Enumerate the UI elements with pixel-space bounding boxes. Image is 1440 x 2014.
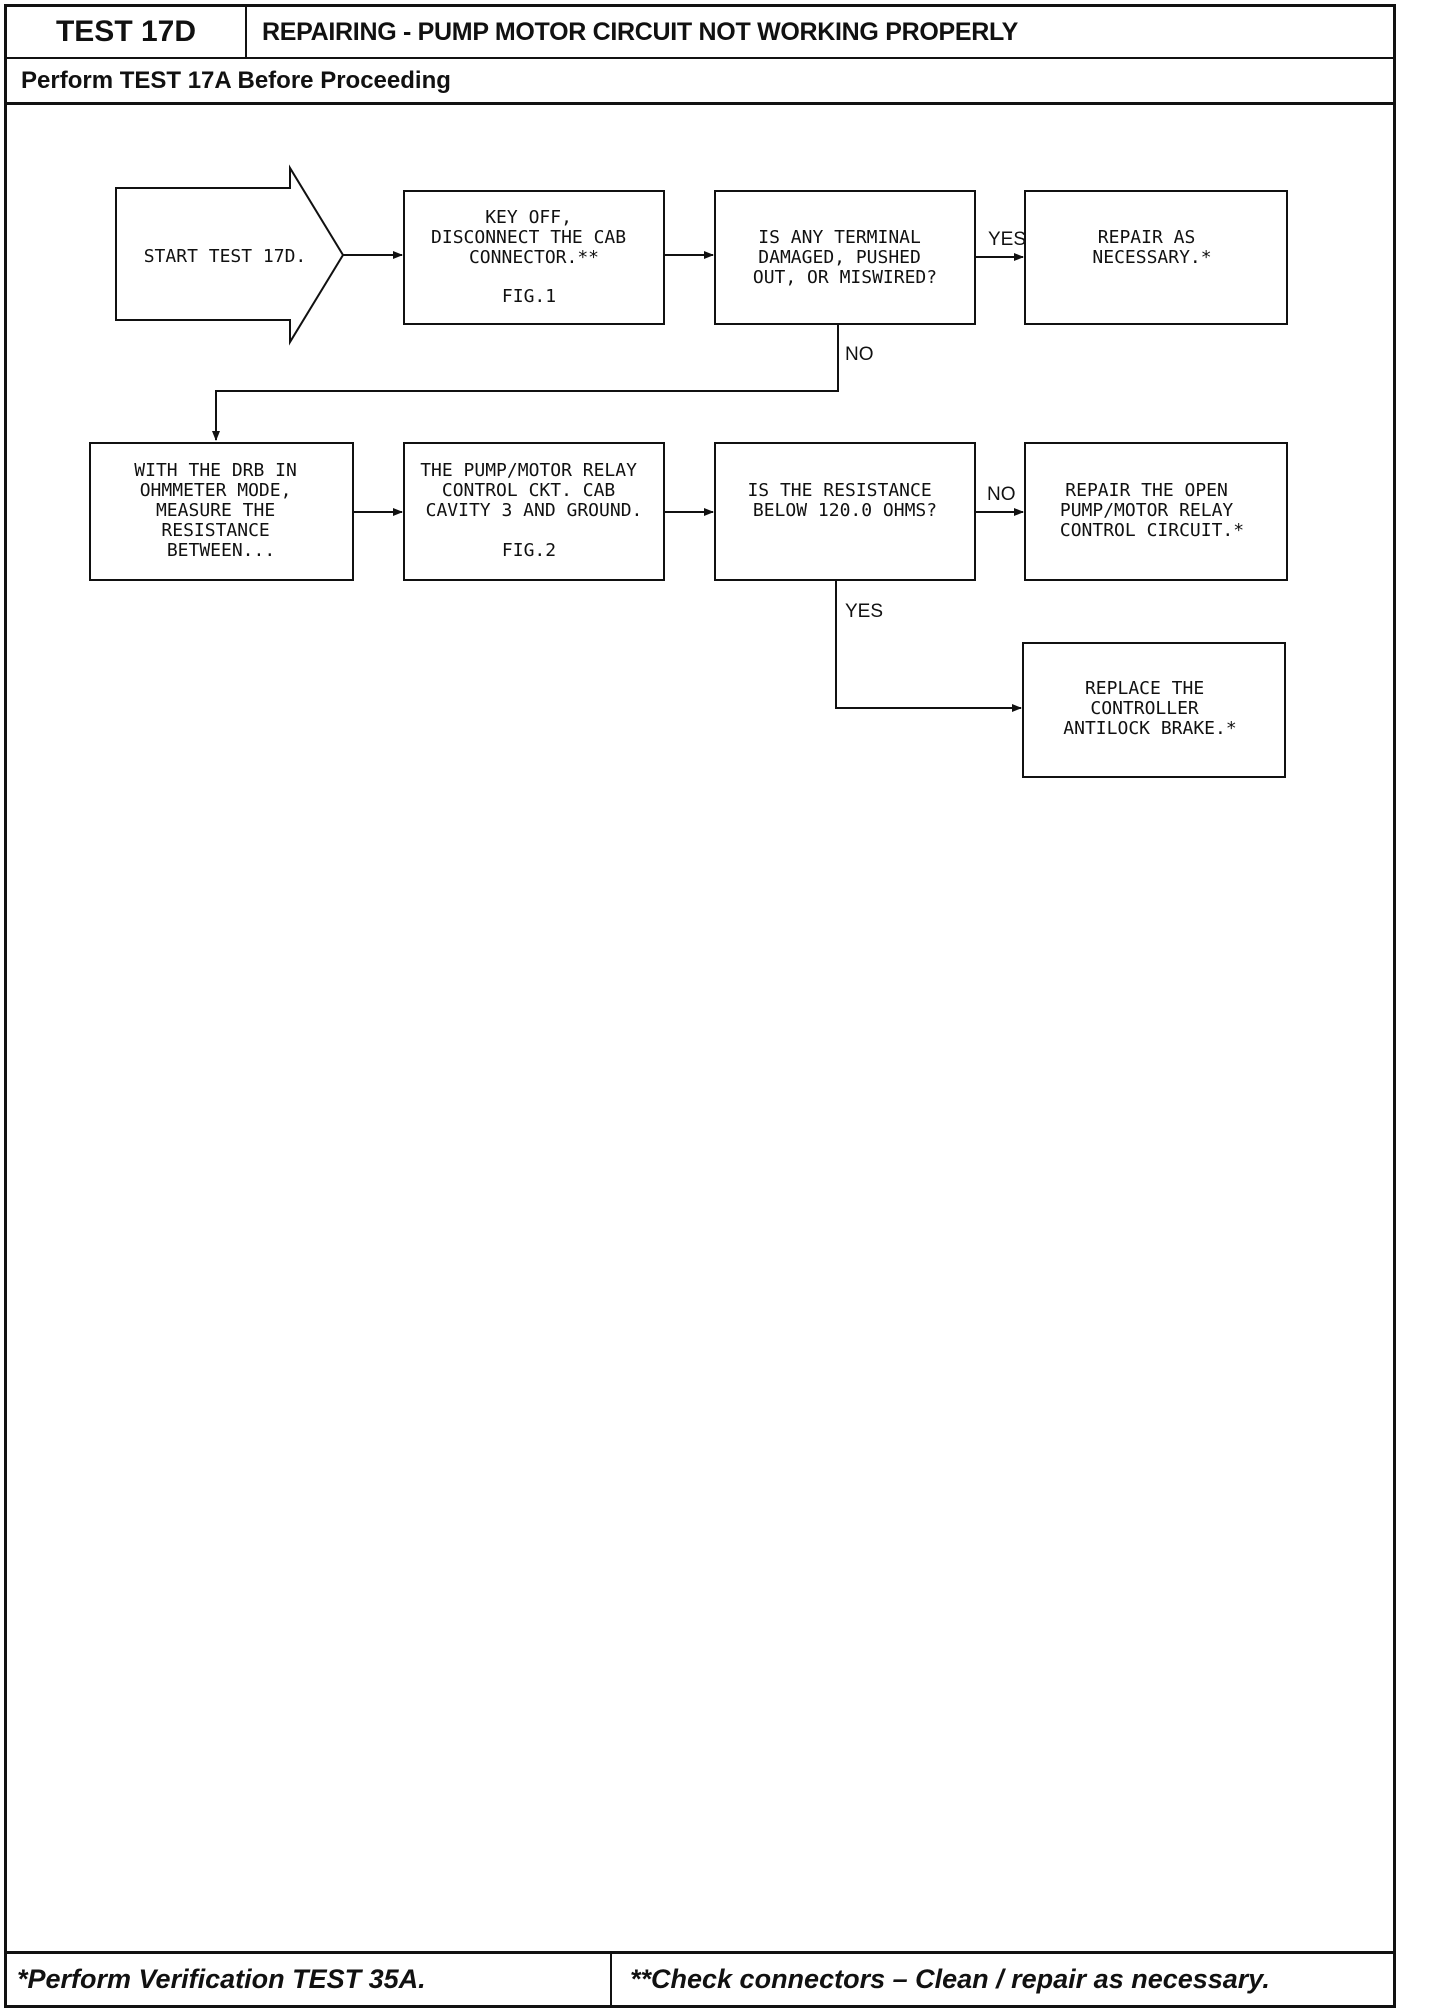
verification-note: *Perform Verification TEST 35A. [7,1954,612,2005]
start-shape [115,164,345,346]
connector-note: **Check connectors – Clean / repair as n… [630,1964,1270,1994]
question2-text: IS THE RESISTANCE BELOW 120.0 OHMS? [747,480,942,521]
repair-open-circuit-box [1024,442,1288,581]
prerequisite-note: Perform TEST 17A Before Proceeding [7,59,1393,105]
step1-box [403,190,665,325]
q2-no-label: NO [987,484,1016,505]
repair-open-circuit-text: REPAIR THE OPEN PUMP/MOTOR RELAY CONTROL… [1060,480,1244,541]
q1-no-label: NO [845,344,874,365]
q2-yes-label: YES [845,601,883,622]
question1-text: IS ANY TERMINAL DAMAGED, PUSHED OUT, OR … [753,227,937,288]
repair-as-necessary-box [1024,190,1288,325]
replace-controller-box [1022,642,1286,778]
arrow-q2-yes [835,580,1022,712]
arrow-q1-no [212,324,839,441]
step2-text: WITH THE DRB IN OHMMETER MODE, MEASURE T… [134,460,307,561]
test-id: TEST 17D [7,7,247,57]
step3-text: THE PUMP/MOTOR RELAY CONTROL CKT. CAB CA… [420,460,648,521]
fig2-label: FIG.2 [502,540,556,561]
page-title: REPAIRING - PUMP MOTOR CIRCUIT NOT WORKI… [262,17,1019,46]
footer: *Perform Verification TEST 35A. **Check … [7,1951,1393,2005]
test-sheet: TEST 17D REPAIRING - PUMP MOTOR CIRCUIT … [4,4,1396,2008]
q1-yes-label: YES [988,229,1026,250]
header: TEST 17D REPAIRING - PUMP MOTOR CIRCUIT … [7,7,1393,59]
fig1-label: FIG.1 [502,286,556,307]
step1-text: KEY OFF, DISCONNECT THE CAB CONNECTOR.** [431,207,637,268]
repair-as-necessary-text: REPAIR AS NECESSARY.* [1092,227,1211,268]
replace-controller-text: REPLACE THE CONTROLLER ANTILOCK BRAKE.* [1063,678,1236,739]
start-text: START TEST 17D. [144,246,307,267]
